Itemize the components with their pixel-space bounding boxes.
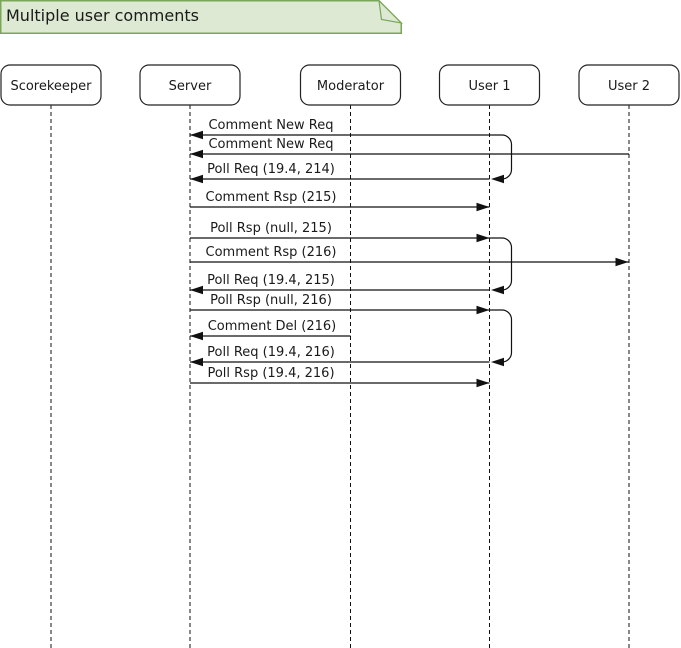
actor-box-server [139,64,241,106]
return-hook-3-arrowhead-icon [491,357,504,367]
return-hook-2-arrowhead-icon [491,285,504,295]
actor-label-moderator: Moderator [317,79,385,94]
message-5-arrowhead-icon [476,233,490,243]
message-4: Comment Rsp (215) [190,190,490,212]
return-hook-3-path [489,309,513,363]
folded-corner-icon [378,0,404,24]
message-11: Poll Rsp (19.4, 216) [190,366,490,388]
message-10-label: Poll Req (19.4, 216) [207,345,335,360]
message-5-label: Poll Rsp (null, 215) [210,221,332,236]
message-9-arrowhead-icon [190,331,203,341]
message-2: Comment New Req [190,137,629,159]
return-hook-1-arrowhead-icon [491,174,504,184]
message-7: Poll Req (19.4, 215) [190,273,490,295]
message-4-label: Comment Rsp (215) [206,190,337,205]
actor-label-user-2: User 2 [608,79,650,94]
return-hook-1 [489,134,513,184]
message-3: Poll Req (19.4, 214) [190,162,490,184]
actor-user-1: User 1 [438,64,541,106]
message-9: Comment Del (216) [190,319,351,341]
actor-label-server: Server [169,79,212,94]
message-11-label: Poll Rsp (19.4, 216) [207,366,334,381]
message-6: Comment Rsp (216) [190,245,629,267]
message-2-arrowhead-icon [190,149,203,159]
message-10: Poll Req (19.4, 216) [190,345,490,367]
actor-box-user-2 [578,64,680,106]
message-5: Poll Rsp (null, 215) [190,221,490,243]
message-8: Poll Rsp (null, 216) [190,293,490,315]
message-3-label: Poll Req (19.4, 214) [207,162,335,177]
return-hook-1-path [489,134,513,180]
actor-box-moderator [299,64,402,106]
return-hook-2 [489,237,513,295]
message-6-arrowhead-icon [615,257,629,267]
return-hook-2-path [489,237,513,291]
message-3-arrowhead-icon [190,174,203,184]
diagram-title: Multiple user comments [6,6,199,25]
actor-user-2: User 2 [578,64,680,106]
message-8-arrowhead-icon [476,305,490,315]
message-1: Comment New Req [190,118,490,140]
message-7-label: Poll Req (19.4, 215) [207,273,335,288]
actor-server: Server [139,64,241,106]
message-11-arrowhead-icon [476,378,490,388]
message-1-arrowhead-icon [190,130,203,140]
title-note-body [0,0,402,34]
return-hook-3 [489,309,513,367]
message-1-label: Comment New Req [208,118,333,133]
actor-label-user-1: User 1 [468,79,510,94]
message-10-arrowhead-icon [190,357,203,367]
actor-label-scorekeeper: Scorekeeper [10,79,92,94]
message-9-label: Comment Del (216) [208,319,337,334]
message-4-arrowhead-icon [476,202,490,212]
actor-box-scorekeeper [0,64,102,106]
message-8-label: Poll Rsp (null, 216) [210,293,332,308]
message-2-label: Comment New Req [208,137,333,152]
actor-scorekeeper: Scorekeeper [0,64,102,106]
message-7-arrowhead-icon [190,285,203,295]
actor-box-user-1 [438,64,541,106]
title-note: Multiple user comments [0,0,404,34]
actor-moderator: Moderator [299,64,402,106]
message-6-label: Comment Rsp (216) [206,245,337,260]
